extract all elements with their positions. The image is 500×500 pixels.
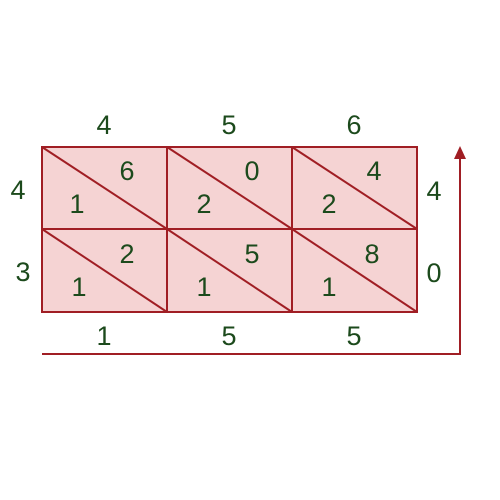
cell-diagonal [166,146,293,230]
cell-units-digit: 0 [244,156,259,186]
cell-diagonal [291,146,418,230]
reading-arrow-head [454,146,466,159]
cell-tens-digit: 1 [69,189,84,219]
cell-units-digit: 8 [364,239,379,269]
cell-units-digit: 4 [366,156,381,186]
top-digit: 4 [96,110,111,140]
left-digit: 3 [15,257,30,287]
bottom-digit: 5 [346,321,361,351]
top-digit: 6 [346,110,361,140]
bottom-digit: 5 [221,321,236,351]
right-digit: 0 [426,258,441,288]
cell-diagonal [166,228,293,313]
reading-arrow-line [42,156,461,355]
left-digit: 4 [10,175,25,205]
cell-diagonal [41,146,168,230]
cell-tens-digit: 1 [71,272,86,302]
grid-lines [41,146,418,313]
cell-units-digit: 5 [244,239,259,269]
cell-diagonal [291,228,418,313]
cell-units-digit: 2 [119,239,134,269]
cell-tens-digit: 1 [196,272,211,302]
cell-units-digit: 6 [119,156,134,186]
top-digit: 5 [221,110,236,140]
cell-tens-digit: 2 [196,189,211,219]
bottom-digit: 1 [96,321,111,351]
cell-tens-digit: 2 [321,189,336,219]
cell-diagonal [41,228,168,313]
cell-tens-digit: 1 [321,272,336,302]
right-digit: 4 [426,176,441,206]
